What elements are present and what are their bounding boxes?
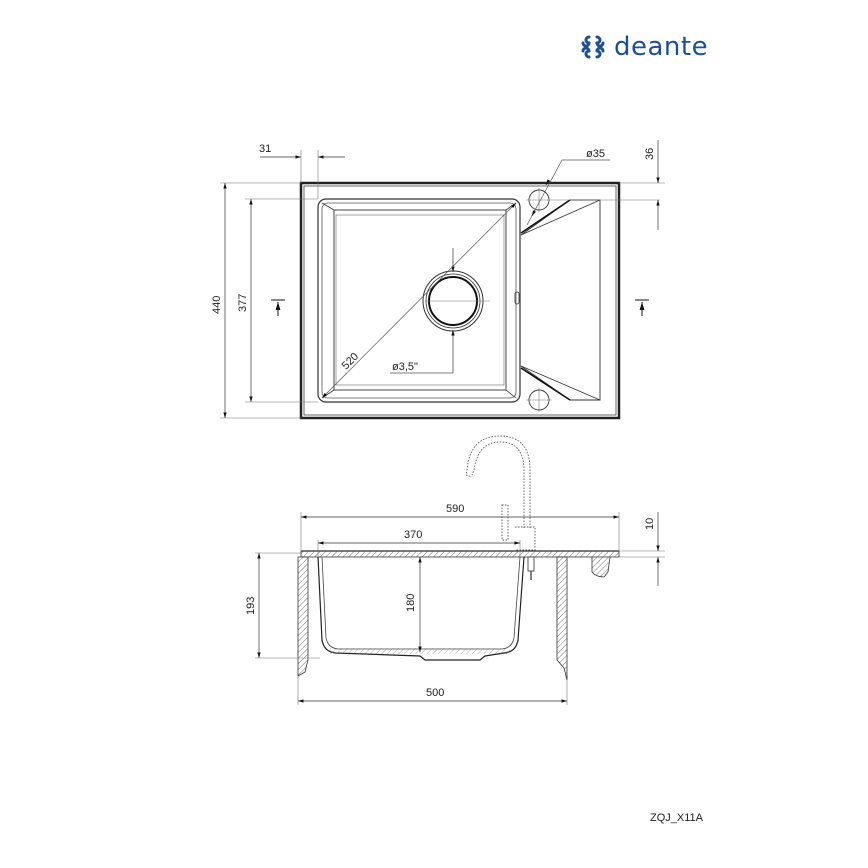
dim-cabinet-width: 500 [426, 687, 444, 699]
brand-logo: deante [580, 34, 708, 60]
top-view: ø3,5" 520 ø35 31 36 [211, 140, 665, 420]
dim-overall-depth: 440 [211, 296, 223, 314]
dim-rim-offset: 31 [259, 143, 271, 155]
dim-tap-hole-offset: 36 [644, 148, 656, 160]
dim-overall-height: 193 [245, 597, 257, 615]
dim-bowl-depth: 377 [237, 294, 249, 312]
dim-drain-diameter: ø3,5" [392, 361, 418, 373]
product-code: ZQJ_X11A [650, 812, 703, 824]
side-view: 590 370 10 180 193 500 [245, 435, 665, 705]
dim-bowl-diagonal: 520 [340, 351, 361, 372]
section-marker-left-icon [271, 299, 285, 316]
dim-bowl-width: 370 [404, 529, 422, 541]
dim-overall-width: 590 [446, 503, 464, 515]
deante-logo-icon [581, 35, 605, 59]
dim-bowl-height: 180 [405, 594, 417, 612]
dim-rim-thickness: 10 [644, 518, 656, 530]
brand-name: deante [614, 32, 709, 62]
section-marker-right-icon [635, 299, 649, 316]
dim-tap-hole-diameter: ø35 [586, 148, 605, 160]
